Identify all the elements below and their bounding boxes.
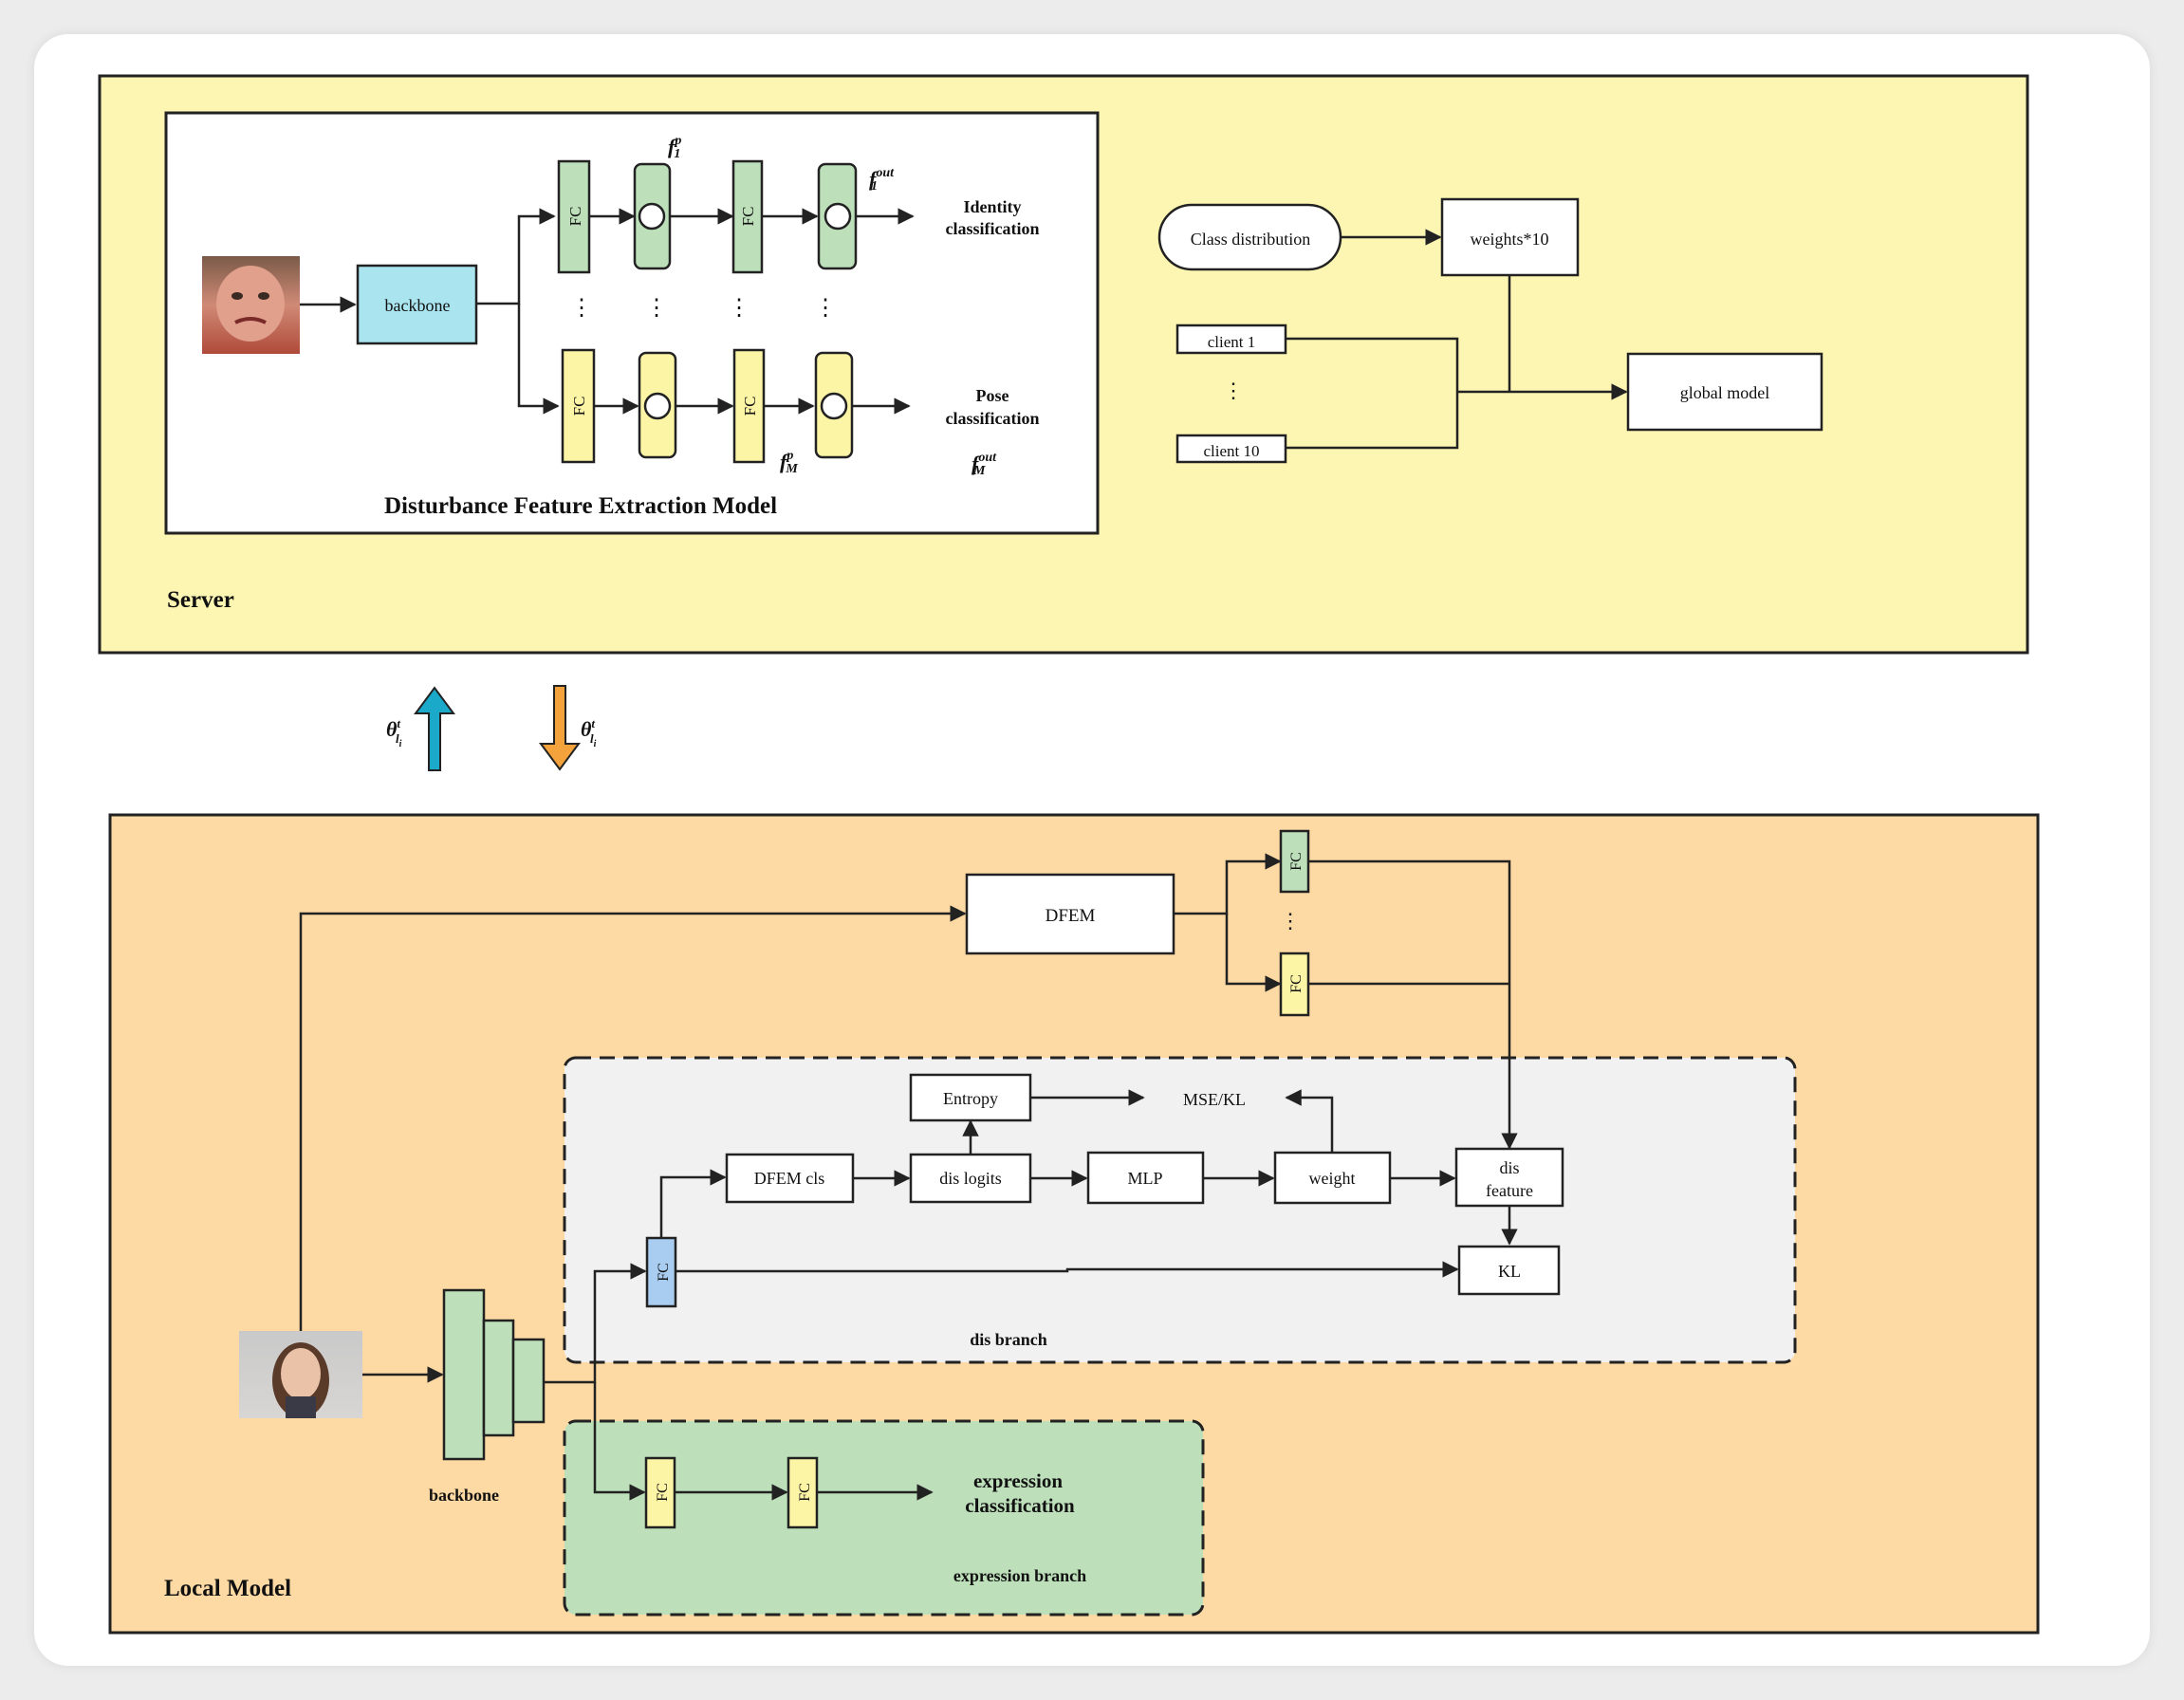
fc-block [732, 348, 766, 464]
kl-label: KL [1498, 1262, 1521, 1281]
server-label: Server [167, 587, 234, 613]
dis-branch-contents: FC DFEM cls dis logits Entropy MSE/KL ML… [645, 1073, 1564, 1308]
expression-branch-panel: expression branch [563, 1419, 1205, 1617]
fc-label: FC [566, 207, 584, 227]
local-dfem-node: DFEM [965, 873, 1175, 955]
client-first-label: client 1 [1208, 333, 1256, 351]
fc-block [557, 159, 591, 274]
fc-label: FC [655, 1483, 671, 1502]
dfem-panel: Disturbance Feature Extraction Model bac… [164, 111, 1100, 535]
server-backbone-block: backbone [356, 264, 478, 345]
fc-label: FC [739, 207, 757, 227]
dfem-cls-label: DFEM cls [754, 1169, 825, 1188]
identity-classification-label: classification [946, 219, 1040, 238]
client-node [1175, 323, 1287, 355]
identity-classification-label: Identity [963, 197, 1021, 216]
ellipsis-icon: ⋮ [728, 296, 750, 321]
input-face-image-woman [239, 1331, 362, 1418]
fc-label: FC [570, 397, 588, 416]
dis-branch-panel: dis branch [563, 1056, 1797, 1364]
activation-node-icon [820, 392, 848, 420]
entropy-label: Entropy [943, 1089, 998, 1108]
client-node [1175, 434, 1287, 464]
weight-node [1273, 1151, 1392, 1205]
expression-classification-label: expression [973, 1469, 1063, 1492]
aggregation-area: Class distribution weights*10 client 1 ⋮… [1157, 197, 1823, 464]
client-last-label: client 10 [1203, 442, 1259, 460]
mlp-node [1086, 1151, 1205, 1205]
head-ellipsis: ⋮ ⋮ ⋮ ⋮ [570, 296, 837, 321]
dfem-cls-node [725, 1153, 855, 1204]
expression-classification-label: classification [965, 1494, 1075, 1517]
weights-node [1440, 197, 1580, 277]
dis-feature-label: dis [1499, 1158, 1519, 1177]
ellipsis-icon: ⋮ [814, 296, 837, 321]
download-arrow-icon [539, 685, 581, 771]
fc-label: FC [797, 1483, 813, 1502]
local-model-label: Local Model [164, 1576, 291, 1601]
server-backbone-label: backbone [385, 296, 451, 315]
fc-label: FC [741, 397, 759, 416]
ellipsis-icon: ⋮ [1223, 379, 1244, 402]
fc-block [731, 159, 764, 274]
weight-label: weight [1309, 1169, 1356, 1188]
class-distribution-label: Class distribution [1191, 230, 1311, 249]
activation-node-icon [643, 392, 672, 420]
activation-node-icon [638, 202, 666, 231]
weights-label: weights*10 [1471, 230, 1549, 249]
dis-logits-label: dis logits [939, 1169, 1002, 1188]
fc-block [645, 1236, 677, 1308]
activation-node-icon [824, 202, 852, 231]
dis-branch-label: dis branch [970, 1330, 1047, 1349]
upload-arrow-icon [414, 686, 455, 771]
kl-node [1457, 1245, 1561, 1296]
ellipsis-icon: ⋮ [645, 296, 668, 321]
ellipsis-icon: ⋮ [570, 296, 593, 321]
pose-classification-label: Pose [976, 386, 1009, 405]
expression-branch-contents: FC FC expression classification [644, 1456, 1075, 1529]
dfem-panel-title: Disturbance Feature Extraction Model [384, 493, 777, 519]
global-model-node [1626, 352, 1823, 432]
local-backbone-block: backbone [362, 1288, 546, 1505]
local-backbone-label: backbone [429, 1486, 499, 1505]
dis-feature-label: feature [1486, 1181, 1533, 1200]
mlp-label: MLP [1127, 1169, 1162, 1188]
ellipsis-icon: ⋮ [1280, 909, 1301, 933]
dis-feature-node [1454, 1147, 1564, 1208]
mse-kl-label: MSE/KL [1183, 1090, 1246, 1109]
input-face-image-child [202, 256, 300, 354]
fc-block [644, 1456, 676, 1529]
pose-classification-label: classification [946, 409, 1040, 428]
fc-label: FC [656, 1263, 672, 1282]
fc-label: FC [1288, 852, 1305, 871]
expression-branch-label: expression branch [953, 1566, 1086, 1585]
fc-block [787, 1456, 819, 1529]
global-model-label: global model [1680, 383, 1769, 402]
local-dfem-label: DFEM [1046, 906, 1096, 926]
fc-label: FC [1288, 974, 1305, 993]
local-dfem-heads: FC ⋮ FC [1279, 829, 1310, 1017]
